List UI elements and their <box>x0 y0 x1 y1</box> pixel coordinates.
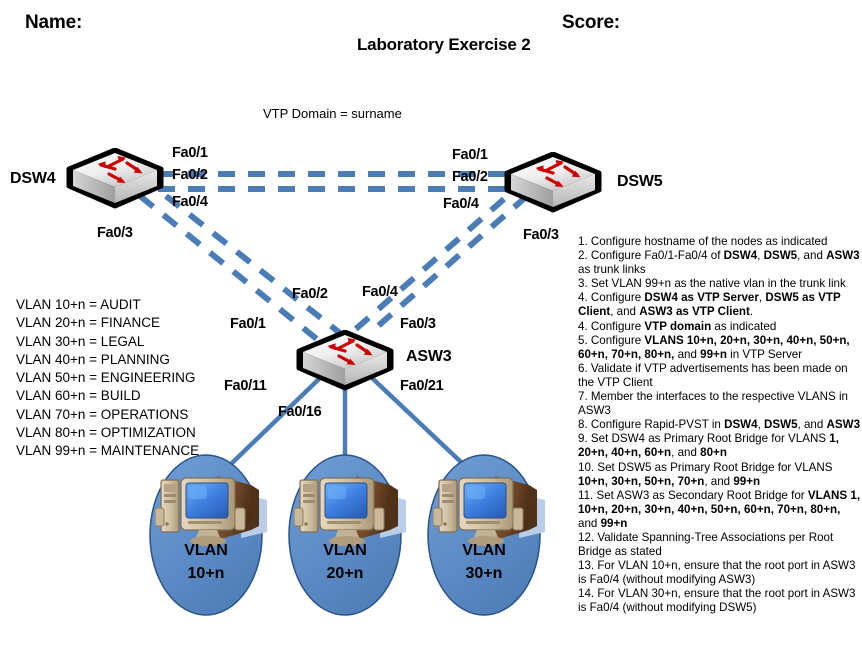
device-label-dsw5: DSW5 <box>617 173 663 190</box>
trunk-dsw4-asw3-a <box>138 193 320 343</box>
port-label-dsw4-fa02: Fa0/2 <box>172 167 208 183</box>
vlan-cloud-label-30-line2: 30+n <box>465 565 503 582</box>
instruction-list: 1. Configure hostname of the nodes as in… <box>578 235 862 616</box>
port-label-dsw4-fa03: Fa0/3 <box>97 225 133 241</box>
vlan-legend-item: VLAN 99+n = MAINTENANCE <box>16 443 200 459</box>
score-label: Score: <box>562 12 620 33</box>
instruction-item: 1. Configure hostname of the nodes as in… <box>578 235 828 248</box>
vtp-domain-label: VTP Domain = surname <box>263 106 402 121</box>
vlan-legend-item: VLAN 70+n = OPERATIONS <box>16 406 189 422</box>
port-label-asw3-fa03: Fa0/3 <box>400 316 436 332</box>
trunk-dsw5-asw3-b <box>347 196 506 338</box>
access-asw3-vlan30 <box>369 375 465 466</box>
port-label-dsw4-fa01: Fa0/1 <box>172 145 208 161</box>
vlan-legend-item: VLAN 80+n = OPTIMIZATION <box>16 425 196 441</box>
page-title: Laboratory Exercise 2 <box>357 35 531 54</box>
device-label-dsw4: DSW4 <box>10 170 56 187</box>
instruction-item: 7. Member the interfaces to the respecti… <box>578 390 849 418</box>
instruction-item: 13. For VLAN 10+n, ensure that the root … <box>578 559 856 587</box>
port-label-dsw5-fa04: Fa0/4 <box>443 196 479 212</box>
port-label-asw3-fa02: Fa0/2 <box>292 286 328 302</box>
instruction-item: 4. Configure DSW4 as VTP Server, DSW5 as… <box>578 291 841 319</box>
access-links <box>229 375 465 466</box>
vlan-legend-item: VLAN 10+n = AUDIT <box>16 297 141 312</box>
instruction-item: 10. Set DSW5 as Primary Root Bridge for … <box>578 460 833 488</box>
vlan-legend-item: VLAN 20+n = FINANCE <box>16 315 161 331</box>
instruction-item: 12. Validate Spanning-Tree Associations … <box>578 530 834 559</box>
vlan-cloud-label-10: VLAN 10+n <box>146 539 266 585</box>
name-label: Name: <box>25 12 83 33</box>
port-label-dsw4-fa04: Fa0/4 <box>172 194 208 210</box>
instruction-item: 2. Configure Fa0/1-Fa0/4 of DSW4, DSW5, … <box>578 249 860 277</box>
instruction-item: 14. For VLAN 30+n, ensure that the root … <box>578 587 856 615</box>
port-label-asw3-fa016: Fa0/16 <box>278 404 322 420</box>
instruction-item: 8. Configure Rapid-PVST in DSW4, DSW5, a… <box>578 418 861 432</box>
vlan-cloud-label-20-line2: 20+n <box>326 565 364 582</box>
switch-icon-asw3[interactable] <box>299 332 391 388</box>
instruction-item: 6. Validate if VTP advertisements has be… <box>578 361 848 389</box>
vlan-legend-item: VLAN 60+n = BUILD <box>16 388 141 404</box>
vlan-legend-item: VLAN 50+n = ENGINEERING <box>16 370 196 386</box>
port-label-asw3-fa011: Fa0/11 <box>224 378 267 394</box>
port-label-asw3-fa04: Fa0/4 <box>362 284 398 300</box>
vlan-legend: VLAN 10+n = AUDIT VLAN 20+n = FINANCE VLAN… <box>16 296 199 461</box>
trunk-dsw4-asw3-b <box>164 193 347 340</box>
instruction-item: 9. Set DSW4 as Primary Root Bridge for V… <box>578 432 839 460</box>
port-label-dsw5-fa03: Fa0/3 <box>523 227 559 243</box>
vlan-cloud-label-20: VLAN 20+n <box>285 539 405 585</box>
vlan-cloud-label-20-line1: VLAN <box>323 542 367 559</box>
vlan-legend-item: VLAN 40+n = PLANNING <box>16 351 170 367</box>
vlan-cloud-label-10-line2: 10+n <box>187 565 225 582</box>
vlan-cloud-label-30-line1: VLAN <box>462 542 506 559</box>
instruction-item: 5. Configure VLANS 10+n, 20+n, 30+n, 40+… <box>578 333 850 361</box>
trunk-dsw5-asw3-a <box>368 193 529 336</box>
port-label-dsw5-fa02: Fa0/2 <box>452 169 488 185</box>
vlan-legend-item: VLAN 30+n = LEGAL <box>16 333 145 349</box>
port-label-dsw5-fa01: Fa0/1 <box>452 147 488 163</box>
access-asw3-vlan10 <box>229 375 323 466</box>
vlan-cloud-label-30: VLAN 30+n <box>424 539 544 585</box>
port-label-asw3-fa021: Fa0/21 <box>400 378 444 394</box>
instruction-item: 4. Configure VTP domain as indicated <box>578 319 777 333</box>
trunk-links <box>138 171 529 343</box>
instruction-item: 11. Set ASW3 as Secondary Root Bridge fo… <box>578 488 861 530</box>
switch-icon-dsw4[interactable] <box>69 150 161 206</box>
device-label-asw3: ASW3 <box>406 348 452 365</box>
instruction-item: 3. Set VLAN 99+n as the native vlan in t… <box>578 277 846 291</box>
port-label-asw3-fa01: Fa0/1 <box>230 316 266 332</box>
vlan-cloud-label-10-line1: VLAN <box>184 542 228 559</box>
